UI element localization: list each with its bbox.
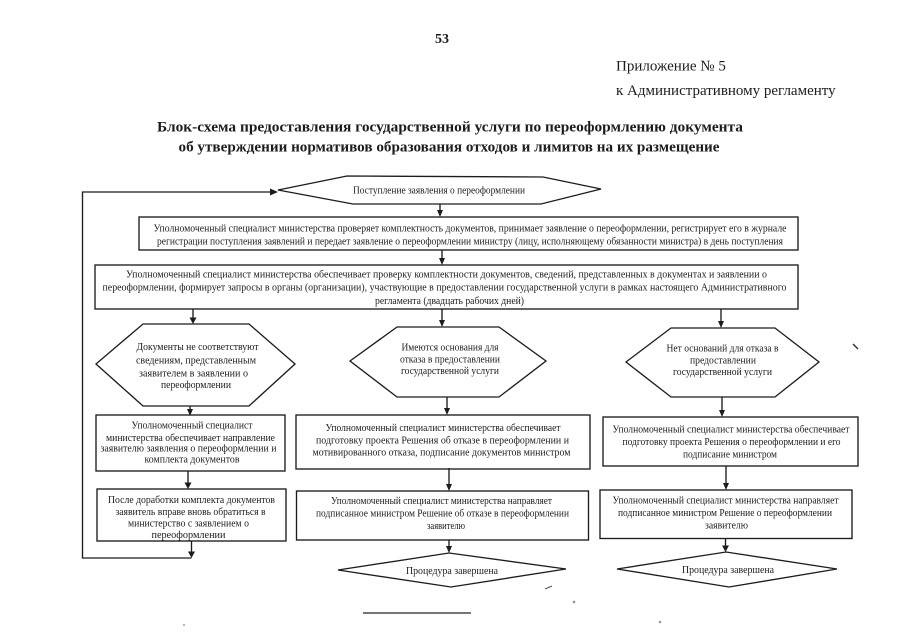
svg-text:комплекта документов: комплекта документов	[145, 455, 240, 466]
svg-text:Уполномоченный специалист мини: Уполномоченный специалист министерства о…	[326, 423, 562, 434]
svg-text:Процедура завершена: Процедура завершена	[682, 565, 774, 576]
svg-text:мотивированного отказа, подпис: мотивированного отказа, подписание докум…	[313, 448, 572, 459]
svg-text:заявителю заявления о переофор: заявителю заявления о переоформлении и	[101, 444, 278, 455]
svg-text:Уполномоченный специалист: Уполномоченный специалист	[132, 421, 254, 432]
svg-text:подписанное министром Решение: подписанное министром Решение об отказе …	[316, 509, 570, 520]
svg-text:сведениям, представленным: сведениям, представленным	[136, 356, 257, 367]
svg-text:подписанное министром Решение: подписанное министром Решение о переофор…	[618, 508, 833, 519]
svg-text:Процедура завершена: Процедура завершена	[406, 566, 498, 577]
svg-text:Поступление заявления о переоф: Поступление заявления о переоформлении	[353, 186, 526, 197]
svg-text:53: 53	[435, 32, 449, 47]
svg-text:После доработки комплекта доку: После доработки комплекта документов	[108, 495, 275, 506]
svg-text:об утверждении нормативов обра: об утверждении нормативов образования от…	[179, 139, 720, 156]
svg-text:Приложение № 5: Приложение № 5	[616, 59, 726, 75]
svg-text:Уполномоченный специалист мини: Уполномоченный специалист министерства н…	[331, 496, 553, 507]
svg-text:к Административному регламенту: к Административному регламенту	[616, 83, 836, 99]
svg-text:Документы не соответствуют: Документы не соответствуют	[137, 342, 260, 353]
svg-text:отказа в предоставлении: отказа в предоставлении	[400, 355, 501, 366]
svg-text:Нет оснований для отказа в: Нет оснований для отказа в	[667, 344, 779, 355]
svg-text:предоставлении: предоставлении	[690, 356, 757, 367]
svg-text:государственной услуги: государственной услуги	[401, 366, 500, 377]
svg-text:министерство с заявлением о: министерство с заявлением о	[128, 519, 249, 530]
svg-text:министерства обеспечивает напр: министерства обеспечивает направление	[106, 433, 276, 444]
svg-text:Блок-схема предоставления госу: Блок-схема предоставления государственно…	[157, 119, 743, 136]
svg-text:Уполномоченный специалист мини: Уполномоченный специалист министерства н…	[613, 496, 840, 507]
svg-text:подготовку проекта Решения об: подготовку проекта Решения об отказе в п…	[316, 436, 570, 447]
svg-text:Уполномоченный специалист мини: Уполномоченный специалист министерства о…	[126, 270, 767, 281]
svg-text:заявителю: заявителю	[705, 521, 749, 532]
svg-text:Уполномоченный специалист мини: Уполномоченный специалист министерства п…	[154, 224, 788, 235]
svg-text:заявителем в заявлении о: заявителем в заявлении о	[139, 369, 248, 380]
svg-text:Уполномоченный специалист мини: Уполномоченный специалист министерства о…	[613, 425, 851, 436]
svg-text:государственной услуги: государственной услуги	[673, 367, 773, 378]
svg-text:подписание министром: подписание министром	[683, 450, 778, 461]
svg-text:переоформлении: переоформлении	[152, 530, 227, 541]
svg-text:переоформлении: переоформлении	[161, 380, 232, 391]
svg-text:заявителю: заявителю	[427, 521, 465, 532]
svg-text:Имеются основания для: Имеются основания для	[402, 343, 499, 354]
svg-text:подготовку проекта Решения о п: подготовку проекта Решения о переоформле…	[623, 437, 841, 448]
svg-text:регистрации поступления заявле: регистрации поступления заявлений и пере…	[157, 237, 783, 248]
svg-text:переоформлении, формирует запр: переоформлении, формирует запросы в орга…	[103, 283, 787, 294]
svg-text:заявитель вправе вновь обратит: заявитель вправе вновь обратиться в	[116, 507, 266, 518]
svg-text:регламента (двадцать рабочих д: регламента (двадцать рабочих дней)	[375, 296, 524, 307]
